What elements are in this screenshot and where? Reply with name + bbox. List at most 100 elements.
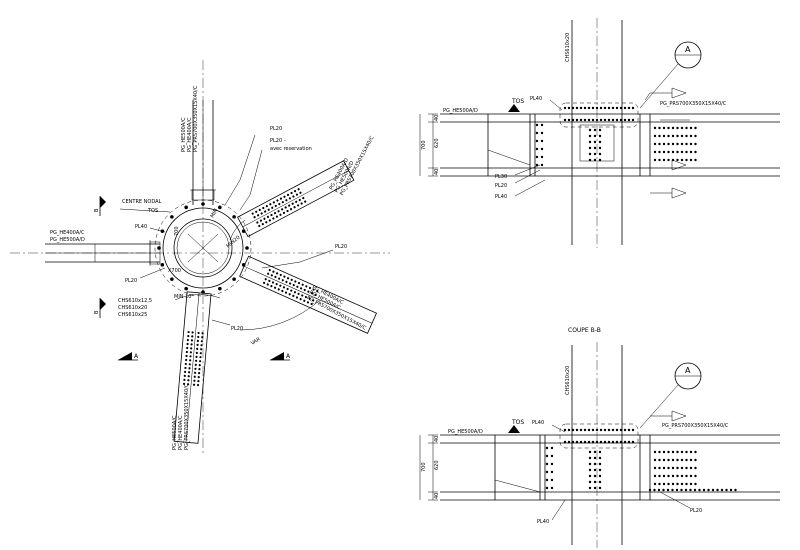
bottom-detail-a: A <box>685 366 691 375</box>
plan-tos: TOS <box>147 208 158 214</box>
svg-text:PG_HE500A/C PG_HE400A/C: PG_HE500A/C PG_HE400A/C PG_PRS700X350X15… <box>172 383 190 450</box>
bolt-dot <box>284 291 288 294</box>
bolt-dot <box>196 343 199 346</box>
bolt-dot <box>200 348 203 351</box>
bolt-dot <box>264 210 267 213</box>
plan-north-label-3: PG_PRS700X350X15X40/C <box>193 85 199 152</box>
bolt-dot <box>563 106 567 110</box>
bolt-dot <box>312 288 315 291</box>
bolt-dot <box>694 466 697 470</box>
bolt-dot <box>160 263 165 267</box>
column-wall-circle <box>176 221 230 275</box>
plan-pl20-left: PL20 <box>125 278 137 284</box>
bolt-dot <box>619 106 623 110</box>
top-column-label: CHS610x20 <box>565 33 571 62</box>
bolt-dot <box>187 330 190 334</box>
bolt-dot <box>197 372 201 375</box>
bolt-dot <box>671 466 675 470</box>
bolt-dot <box>188 363 191 366</box>
bolt-dot <box>685 466 688 470</box>
bolt-dot <box>676 450 679 454</box>
bolt-dot <box>689 126 693 130</box>
plan-min-ne: MIN <box>210 208 220 219</box>
bolt-dot <box>273 211 277 215</box>
plan-pl20-east: PL20 <box>335 244 347 250</box>
bolt-dot <box>303 299 306 302</box>
bolt-dot <box>286 209 289 213</box>
bolt-dot <box>657 488 661 492</box>
bolt-dot <box>603 106 607 110</box>
bolt-dot <box>288 204 291 207</box>
bolt-dot <box>269 203 272 206</box>
bolt-dot <box>680 142 684 146</box>
bolt-dot <box>314 293 317 296</box>
bolt-dot <box>685 458 688 462</box>
bolt-dot <box>598 474 602 478</box>
bolt-dot <box>272 201 275 204</box>
bolt-dot <box>290 289 293 292</box>
bolt-dot <box>588 158 592 162</box>
bolt-dot <box>593 140 597 144</box>
bolt-dot <box>265 205 268 208</box>
bolt-dot <box>662 158 666 162</box>
bolt-dot <box>186 338 190 342</box>
bolt-dot <box>196 347 199 350</box>
beam-south <box>173 291 212 444</box>
bolt-dot <box>283 195 286 198</box>
bolt-dot <box>545 486 549 490</box>
bolt-dot <box>694 150 697 154</box>
bolt-dot <box>303 288 306 292</box>
plan-view: PG_HE500A/C PG_HE400A/C PG_PRS700X350X15… <box>10 60 390 455</box>
bolt-dot <box>545 478 549 482</box>
section-b-marker-bottom <box>99 298 106 318</box>
bolt-dot <box>607 428 611 432</box>
bolt-dot <box>588 128 592 132</box>
bolt-dot <box>675 488 679 492</box>
bolt-dot <box>193 375 196 378</box>
bolt-dot <box>685 150 688 154</box>
bolt-dot <box>587 118 591 122</box>
bolt-dot <box>667 466 670 470</box>
bolt-dot <box>571 428 575 432</box>
bolt-dot <box>619 118 623 122</box>
bolt-dot <box>535 123 539 127</box>
bolt-dot <box>662 450 666 454</box>
bolt-dot <box>264 278 267 281</box>
plan-pl20-reserve: PL20 - <box>270 138 286 144</box>
bolt-dot <box>631 428 635 432</box>
bolt-dot <box>545 470 549 474</box>
bolt-dot <box>267 272 270 275</box>
bolt-dot <box>285 280 288 283</box>
bolt-dot <box>667 458 670 462</box>
bolt-dot <box>671 482 675 486</box>
bolt-dot <box>680 158 684 162</box>
beam-east <box>239 255 378 334</box>
bolt-dot <box>271 281 275 284</box>
bottom-beam-right: PG_PRS700X350X15X40/C <box>662 423 729 429</box>
bolt-dot <box>671 450 675 454</box>
bolt-dot <box>599 440 603 444</box>
bolt-dot <box>274 204 277 208</box>
bolt-dot <box>259 219 263 222</box>
bolt-dot <box>662 482 666 486</box>
bolt-dot <box>540 155 544 159</box>
bolt-dot <box>689 466 693 470</box>
bolt-dot <box>288 282 292 285</box>
bolt-dot <box>196 339 199 343</box>
bolt-dot <box>676 466 679 470</box>
bolt-dot <box>185 354 188 358</box>
bolt-dot <box>201 332 204 335</box>
bolt-dot <box>666 488 670 492</box>
bolt-dot <box>194 367 197 370</box>
top-pl30: PL30 <box>495 174 507 180</box>
bolt-dot <box>251 212 254 215</box>
bolt-dot <box>653 450 657 454</box>
bolt-dot <box>667 134 670 138</box>
bolt-dot <box>199 360 202 363</box>
bolt-dot <box>189 359 192 362</box>
bottom-dim-1: 40 <box>434 436 440 442</box>
bolt-dot <box>271 206 274 209</box>
bolt-dot <box>662 458 666 462</box>
bolt-dot <box>631 440 635 444</box>
bolt-dot <box>170 215 174 219</box>
